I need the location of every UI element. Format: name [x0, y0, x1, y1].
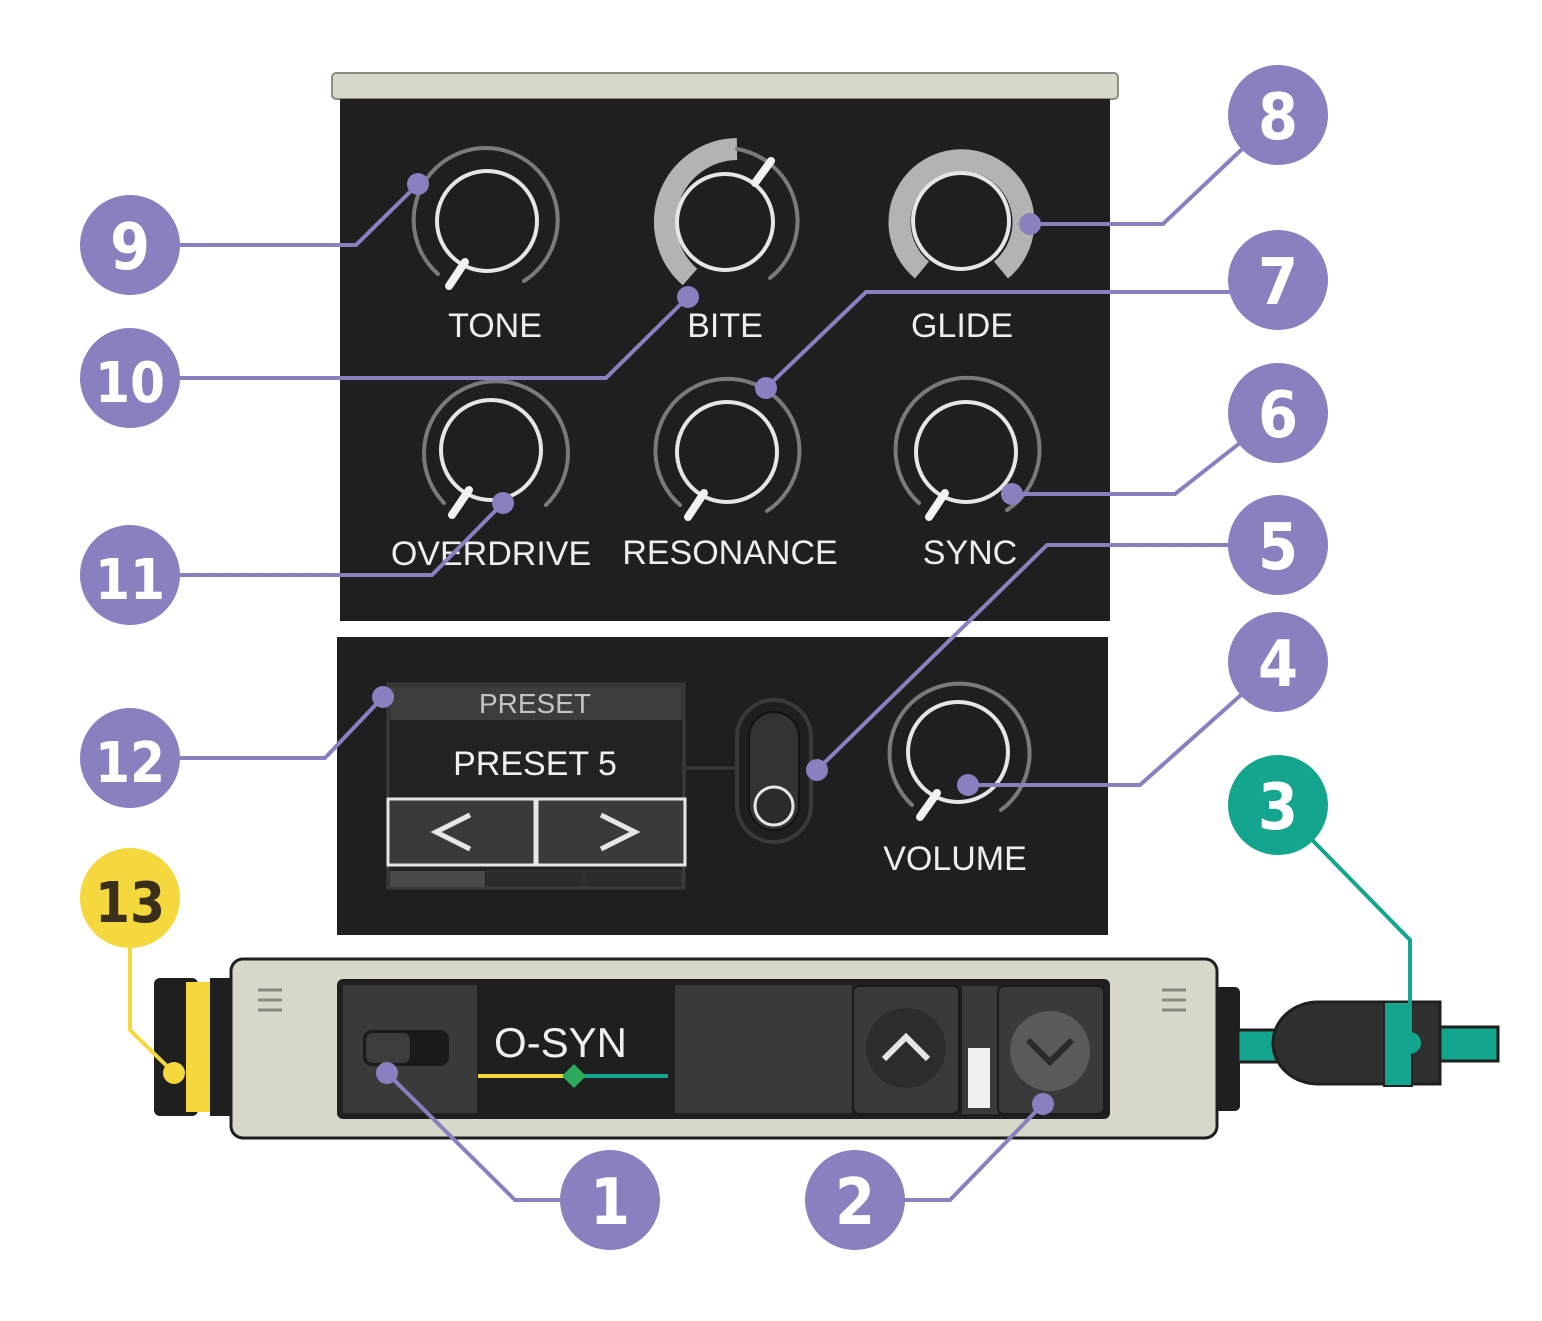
volume-label: VOLUME — [883, 840, 1027, 878]
callout-badge-3: 3 — [1228, 755, 1328, 855]
tone-knob[interactable] — [411, 146, 560, 290]
left-grip-icon — [258, 988, 282, 1012]
module-level-meter — [968, 1048, 990, 1108]
chevron-up-icon — [881, 1032, 931, 1062]
svg-text:5: 5 — [1258, 511, 1298, 585]
module-power-toggle[interactable] — [363, 1030, 449, 1066]
resonance-knob[interactable] — [653, 376, 802, 521]
chevron-down-icon — [1025, 1037, 1075, 1067]
svg-text:13: 13 — [95, 871, 165, 936]
preset-page-indicator — [390, 870, 683, 888]
signal-diamond-icon — [562, 1064, 586, 1088]
preset-next-button[interactable] — [535, 797, 687, 867]
svg-text:3: 3 — [1258, 771, 1298, 845]
callout-badge-11: 11 — [80, 525, 180, 625]
callout-badge-8: 8 — [1228, 65, 1328, 165]
preset-header: PRESET — [479, 688, 591, 719]
preset-name: PRESET 5 — [453, 745, 617, 783]
svg-text:9: 9 — [110, 211, 150, 285]
knob-panel: TONE BITE GLIDE OVERDRIVE RESONANCE — [331, 72, 1119, 621]
module-up-button[interactable] — [852, 985, 960, 1115]
volume-knob[interactable] — [887, 681, 1032, 821]
module-blank-section — [675, 985, 852, 1113]
glide-knob[interactable] — [888, 149, 1035, 279]
sync-knob[interactable] — [893, 375, 1042, 521]
svg-text:6: 6 — [1258, 379, 1298, 453]
bite-knob[interactable] — [654, 138, 800, 286]
svg-text:4: 4 — [1258, 628, 1298, 702]
preset-panel: PRESET PRESET 5 — [337, 637, 1108, 935]
callout-badge-10: 10 — [80, 328, 180, 428]
preset-selector: PRESET PRESET 5 — [386, 682, 687, 890]
module-strip: O-SYN — [154, 957, 1500, 1140]
callout-badge-7: 7 — [1228, 230, 1328, 330]
callout-dots — [163, 173, 1421, 1115]
callout-badge-4: 4 — [1228, 612, 1328, 712]
chevron-left-icon — [430, 812, 472, 852]
svg-text:8: 8 — [1258, 81, 1298, 155]
glide-label: GLIDE — [911, 307, 1013, 345]
callout-badge-2: 2 — [805, 1150, 905, 1250]
input-connector — [154, 978, 234, 1116]
callout-badge-1: 1 — [560, 1150, 660, 1250]
module-name: O-SYN — [494, 1019, 627, 1066]
svg-text:7: 7 — [1258, 246, 1298, 320]
tone-label: TONE — [448, 307, 542, 345]
svg-text:11: 11 — [95, 548, 165, 613]
toggle-switch[interactable] — [735, 698, 813, 844]
callout-badge-13: 13 — [80, 848, 180, 948]
callout-badge-9: 9 — [80, 195, 180, 295]
callout-badge-6: 6 — [1228, 363, 1328, 463]
output-cable-connector — [1236, 1000, 1500, 1087]
svg-text:1: 1 — [590, 1166, 630, 1240]
svg-text:12: 12 — [95, 731, 165, 796]
preset-header-bar — [390, 686, 682, 720]
sync-label: SYNC — [923, 534, 1017, 572]
callout-badge-12: 12 — [80, 708, 180, 808]
svg-text:10: 10 — [95, 351, 165, 416]
callout-badge-5: 5 — [1228, 495, 1328, 595]
svg-text:2: 2 — [835, 1166, 875, 1240]
resonance-label: RESONANCE — [622, 534, 837, 572]
overdrive-label: OVERDRIVE — [391, 535, 591, 573]
module-down-button[interactable] — [997, 985, 1105, 1115]
bite-label: BITE — [687, 307, 763, 345]
overdrive-knob[interactable] — [422, 379, 570, 519]
right-grip-icon — [1162, 988, 1186, 1012]
panel-top-bar — [331, 72, 1119, 100]
preset-prev-button[interactable] — [386, 797, 537, 867]
chevron-right-icon — [599, 812, 641, 852]
